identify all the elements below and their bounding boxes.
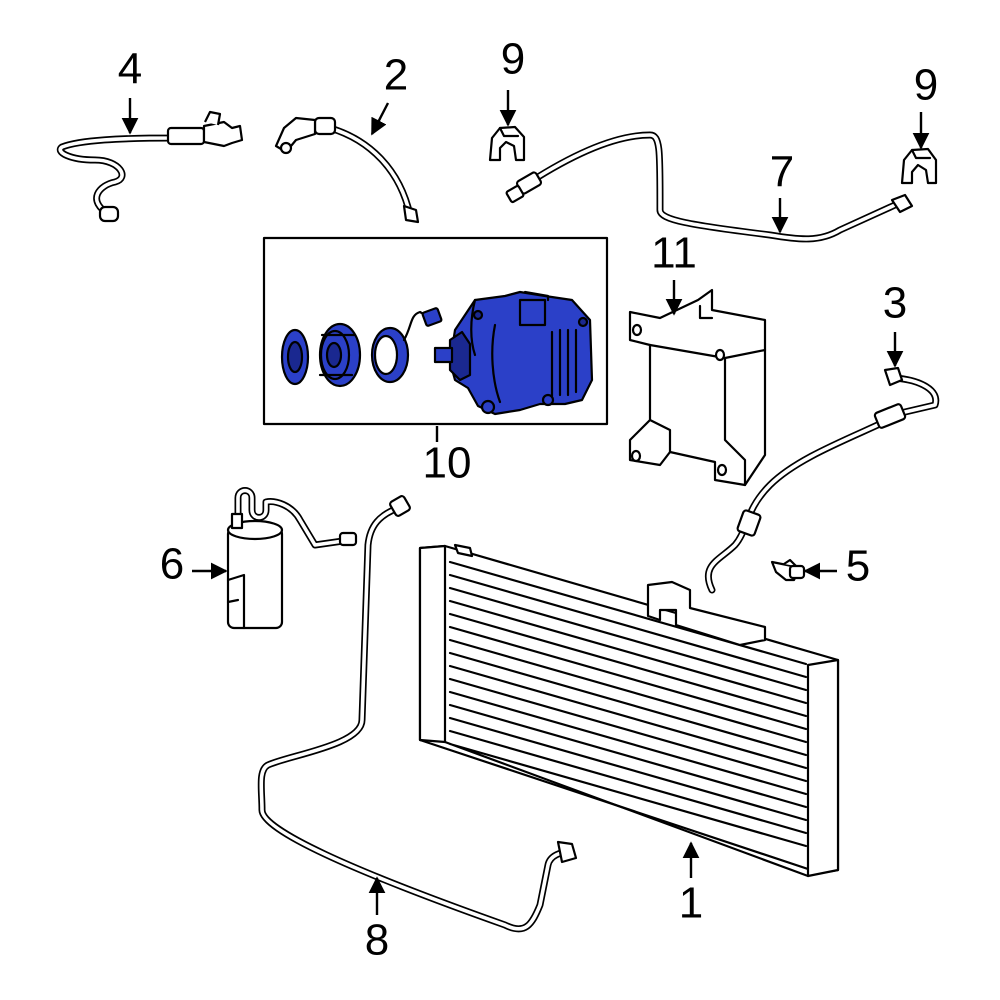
field-coil[interactable] [370, 307, 443, 384]
callout-4: 4 [118, 45, 142, 94]
part-8-line[interactable] [505, 131, 914, 243]
callout-9a: 9 [501, 35, 525, 84]
part-5-bolt[interactable] [770, 558, 806, 582]
arrow-2 [370, 102, 390, 136]
part-2-hose[interactable] [274, 116, 420, 224]
callout-7: 8 [365, 916, 389, 965]
callout-labels: 4 2 9 9 7 11 3 5 6 10 1 8 [118, 35, 938, 965]
callout-3: 3 [883, 279, 907, 328]
callout-arrows [121, 90, 930, 915]
callout-11: 11 [651, 229, 697, 278]
part-9-clip-left[interactable] [488, 125, 526, 162]
part-7-line[interactable] [257, 495, 578, 933]
part-9-clip-right[interactable] [900, 147, 938, 185]
pulley[interactable] [318, 322, 362, 388]
callout-8: 7 [770, 148, 794, 197]
clutch-plate[interactable] [280, 328, 310, 386]
part-1-condenser[interactable] [418, 543, 840, 878]
part-11-bracket[interactable] [628, 288, 767, 487]
part-10-compressor-assembly[interactable] [262, 236, 609, 426]
part-6-receiver-drier[interactable] [226, 487, 358, 630]
part-3-line[interactable] [704, 366, 940, 594]
callout-10: 10 [423, 439, 472, 488]
callout-9b: 9 [914, 61, 938, 110]
callout-6: 6 [160, 540, 184, 589]
callout-2: 2 [384, 51, 408, 100]
compressor-body[interactable] [433, 290, 594, 416]
part-4-hose[interactable] [56, 110, 244, 223]
callout-5: 5 [846, 542, 870, 591]
callout-1: 1 [679, 879, 703, 928]
